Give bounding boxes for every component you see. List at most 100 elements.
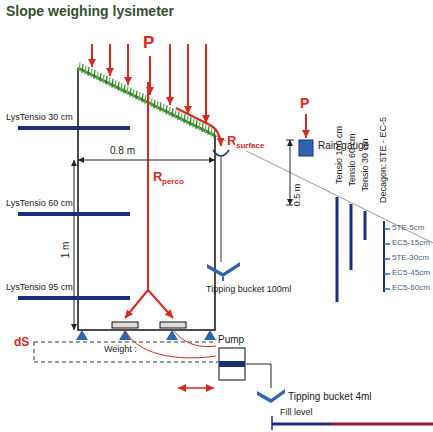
precipitation-symbol: P — [143, 34, 154, 53]
percolation-line — [147, 82, 149, 290]
drain-tube — [173, 330, 216, 347]
tipping-bucket-tray — [257, 389, 285, 403]
grass-tuft — [88, 67, 89, 76]
load-cell — [119, 330, 131, 340]
sensor-label: LysTensio 95 cm — [6, 283, 73, 293]
grass-tuft — [208, 126, 209, 135]
pump-symbol — [218, 347, 246, 381]
sensor-depth: 5TE-30cm — [392, 254, 429, 263]
grass-tuft — [202, 123, 203, 132]
rain-arrow — [169, 44, 171, 105]
drain-tube — [125, 330, 216, 358]
outlet-plate — [160, 322, 186, 328]
runoff-subscript: surface — [235, 142, 265, 151]
grass-tuft — [91, 68, 92, 77]
load-cell — [166, 330, 178, 340]
grass-tuft — [151, 98, 152, 107]
sensor-tick — [384, 258, 390, 260]
sensor-label: Decagon: 5TE - EC-5 — [379, 117, 389, 203]
percolation-subscript: perco — [162, 178, 184, 187]
sensor-label: Tensio 60 cm — [348, 133, 358, 186]
tipping-bucket-stand — [222, 277, 224, 281]
grass-tuft — [139, 92, 140, 101]
fill-level-tick — [271, 416, 273, 430]
sensor-label: Tensio 30 cm — [361, 138, 371, 191]
dimension-label: 0.5 m — [293, 183, 303, 208]
rain-gauge-arrow — [305, 114, 307, 138]
fill-level-bar — [272, 423, 330, 426]
grass-tuft — [211, 128, 212, 137]
runoff-pipe — [221, 157, 222, 262]
grass-tuft — [94, 70, 95, 79]
grass-tuft — [157, 101, 158, 110]
grass-tuft — [145, 95, 146, 104]
sensor-depth: EC5-15cm — [392, 239, 430, 248]
decagon-probe — [383, 221, 385, 292]
fill-level-label: Fill level — [280, 408, 313, 418]
dimension-tick — [286, 140, 294, 141]
dimension-label: 1 m — [60, 242, 71, 259]
diagram-title: Slope weighing lysimeter — [6, 4, 174, 19]
sensor-label: LysTensio 30 cm — [6, 113, 73, 123]
percolation-arrow — [125, 290, 148, 318]
pipe-connector — [246, 364, 271, 388]
fill-level-bar — [330, 423, 433, 426]
grass-tuft — [193, 119, 194, 128]
load-cell — [76, 330, 88, 340]
tipping-bucket-icon — [207, 262, 240, 277]
rain-arrow — [187, 44, 189, 114]
grass-tuft — [97, 71, 98, 80]
sensor-depth: 5TE-5cm — [392, 224, 424, 233]
grass-tuft — [205, 125, 206, 134]
grass-tuft — [82, 64, 83, 73]
scale-line — [34, 342, 35, 362]
height-dimension — [290, 140, 291, 205]
dimension-label: 0.8 m — [110, 145, 135, 156]
grass-tuft — [172, 108, 173, 117]
weight-label: Weight : — [104, 345, 137, 355]
grass-tuft — [124, 85, 125, 94]
grass-tuft — [127, 86, 128, 95]
grass-tuft — [160, 102, 161, 111]
grass-tuft — [79, 62, 80, 71]
grass-tuft — [100, 73, 101, 82]
node-label: Pump — [218, 334, 244, 345]
rain-arrow — [205, 44, 207, 123]
percolation-symbol: R — [153, 170, 162, 184]
runoff-collector — [213, 150, 229, 156]
grass-band — [78, 68, 215, 136]
grass-tuft — [166, 105, 167, 114]
grass-tuft — [199, 122, 200, 131]
tipping-bucket-symbol — [256, 388, 286, 404]
sensor-tick — [384, 288, 390, 290]
rain-gauge-body — [299, 140, 313, 156]
grass-tuft — [187, 116, 188, 125]
lysimeter-wall — [78, 68, 215, 330]
grass-tuft — [178, 111, 179, 120]
grass-tuft — [112, 79, 113, 88]
sensor-tick — [384, 273, 390, 275]
grass-tuft — [163, 104, 164, 113]
surface-runoff-arrow — [176, 108, 221, 146]
instrument-label: Tipping bucket 100ml — [206, 285, 291, 295]
grass-tuft — [103, 74, 104, 83]
grass-tuft — [133, 89, 134, 98]
grass-tuft — [154, 99, 155, 108]
grass-tuft — [136, 91, 137, 100]
grass-tuft — [85, 65, 86, 74]
grass-tuft — [106, 76, 107, 85]
sensor-ticks — [384, 229, 390, 289]
depth-dimension — [74, 160, 75, 330]
rain-arrow — [109, 44, 111, 76]
load-cell — [204, 330, 216, 340]
precipitation-symbol: P — [300, 96, 309, 111]
tensiometer-probe — [336, 197, 339, 302]
suction-arrow — [178, 387, 214, 389]
grass-tuft — [175, 110, 176, 119]
pump-housing — [219, 348, 245, 380]
grass-tuft — [118, 82, 119, 91]
tensiometer-bar — [18, 126, 130, 130]
